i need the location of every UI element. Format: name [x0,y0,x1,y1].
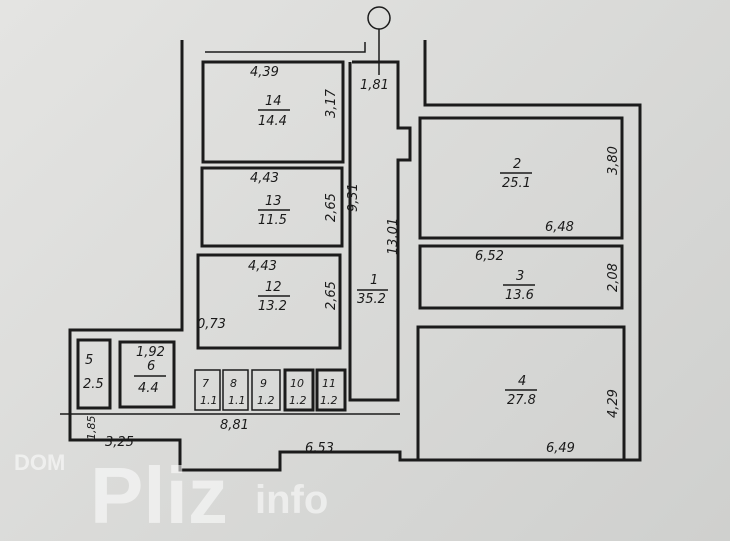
room-3 [418,244,624,310]
watermark-top: DOM [14,450,66,475]
room-number: 14 [265,94,282,109]
dim-label: 1,85 [85,416,98,441]
room-area: 25.1 [502,176,531,191]
room-number: 12 [265,280,282,295]
room-1 [348,60,412,402]
dim-label: 2,65 [324,281,339,310]
dim-label: 8,81 [220,418,249,433]
room-number: 2 [513,157,521,172]
room-number: 7 [202,377,209,390]
watermark-suffix: info [255,478,329,522]
room-area: 14.4 [258,114,287,129]
top-wall [205,42,366,53]
dim-label: 2,08 [606,263,621,292]
room-area: 13.6 [505,288,534,303]
dim-label: 9,31 [346,183,361,212]
room-6 [118,340,176,409]
room-12 [196,253,342,350]
room-5 [76,338,112,410]
room-area: 1.1 [228,394,246,407]
room-area: 35.2 [357,292,386,307]
room-area: 1.1 [200,394,218,407]
room-8 [222,369,249,411]
dim-label: 6,48 [545,220,574,235]
dim-label: 3,17 [324,88,339,118]
room-area: 2.5 [83,377,104,392]
room-number: 9 [260,377,267,390]
dim-label: 6,53 [305,441,334,456]
room-number: 13 [265,194,282,209]
room-11 [315,368,347,412]
dim-label: 1,92 [136,345,165,360]
dim-label: 3,80 [606,146,621,175]
dim-label: 4,39 [250,65,279,80]
room-number: 3 [516,269,524,284]
room-7 [194,369,221,411]
dim-label: 0,73 [197,317,226,332]
dim-label: 4,43 [248,259,277,274]
room-number: 1 [370,273,378,288]
room-number: 4 [518,374,526,389]
room-area: 11.5 [258,213,287,228]
dim-label: 13,01 [386,218,401,255]
room-area: 27.8 [507,393,536,408]
room-13 [200,166,344,248]
watermark-main: Pliz [90,451,228,540]
room-10 [283,368,315,412]
dim-label: 2,65 [324,193,339,222]
room-area: 1.2 [320,394,338,407]
room-9 [251,369,281,411]
outer-wall [68,40,642,472]
dim-label: 6,49 [546,441,575,456]
dim-label: 4,43 [250,171,279,186]
dim-label: 4,29 [606,389,621,418]
dim-label: 3,25 [105,435,134,450]
room-number: 10 [290,377,304,390]
room-area: 4.4 [138,381,159,396]
dim-label: 1,81 [360,78,389,93]
room-area: 1.2 [257,394,275,407]
room-4 [416,325,626,462]
room-number: 6 [147,359,155,374]
room-area: 13.2 [258,299,287,314]
dim-label: 6,52 [475,249,504,264]
room-14 [201,60,345,164]
room-number: 5 [85,353,93,368]
room-number: 8 [230,377,237,390]
room-number: 11 [322,377,336,390]
room-2 [418,116,624,240]
room-area: 1.2 [289,394,307,407]
